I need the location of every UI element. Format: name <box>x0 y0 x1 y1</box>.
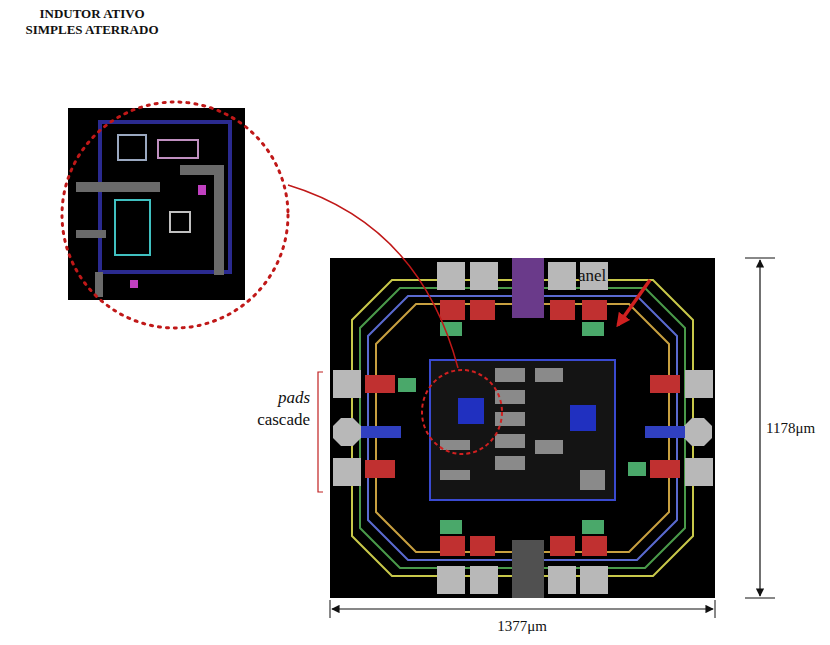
dimension-tick <box>330 600 331 618</box>
bracket <box>318 372 323 492</box>
pads-label: pads <box>210 388 310 408</box>
pointer-arrow <box>618 280 650 325</box>
dimension-tick <box>745 258 775 259</box>
dimension-line <box>332 608 713 609</box>
dimension-tick <box>715 600 716 618</box>
ring-label: anel <box>578 266 638 286</box>
chip-layout <box>330 258 715 598</box>
inset-heading: INDUTOR ATIVO SIMPLES ATERRADO <box>12 6 172 37</box>
leader-line <box>288 185 458 368</box>
inset-circle <box>62 102 288 328</box>
dimension-line <box>759 260 760 596</box>
dimension-label: 1178μm <box>766 419 826 437</box>
dimension-label: 1377μm <box>472 617 572 635</box>
dimension-tick <box>745 598 775 599</box>
pads-label: cascade <box>210 410 310 430</box>
